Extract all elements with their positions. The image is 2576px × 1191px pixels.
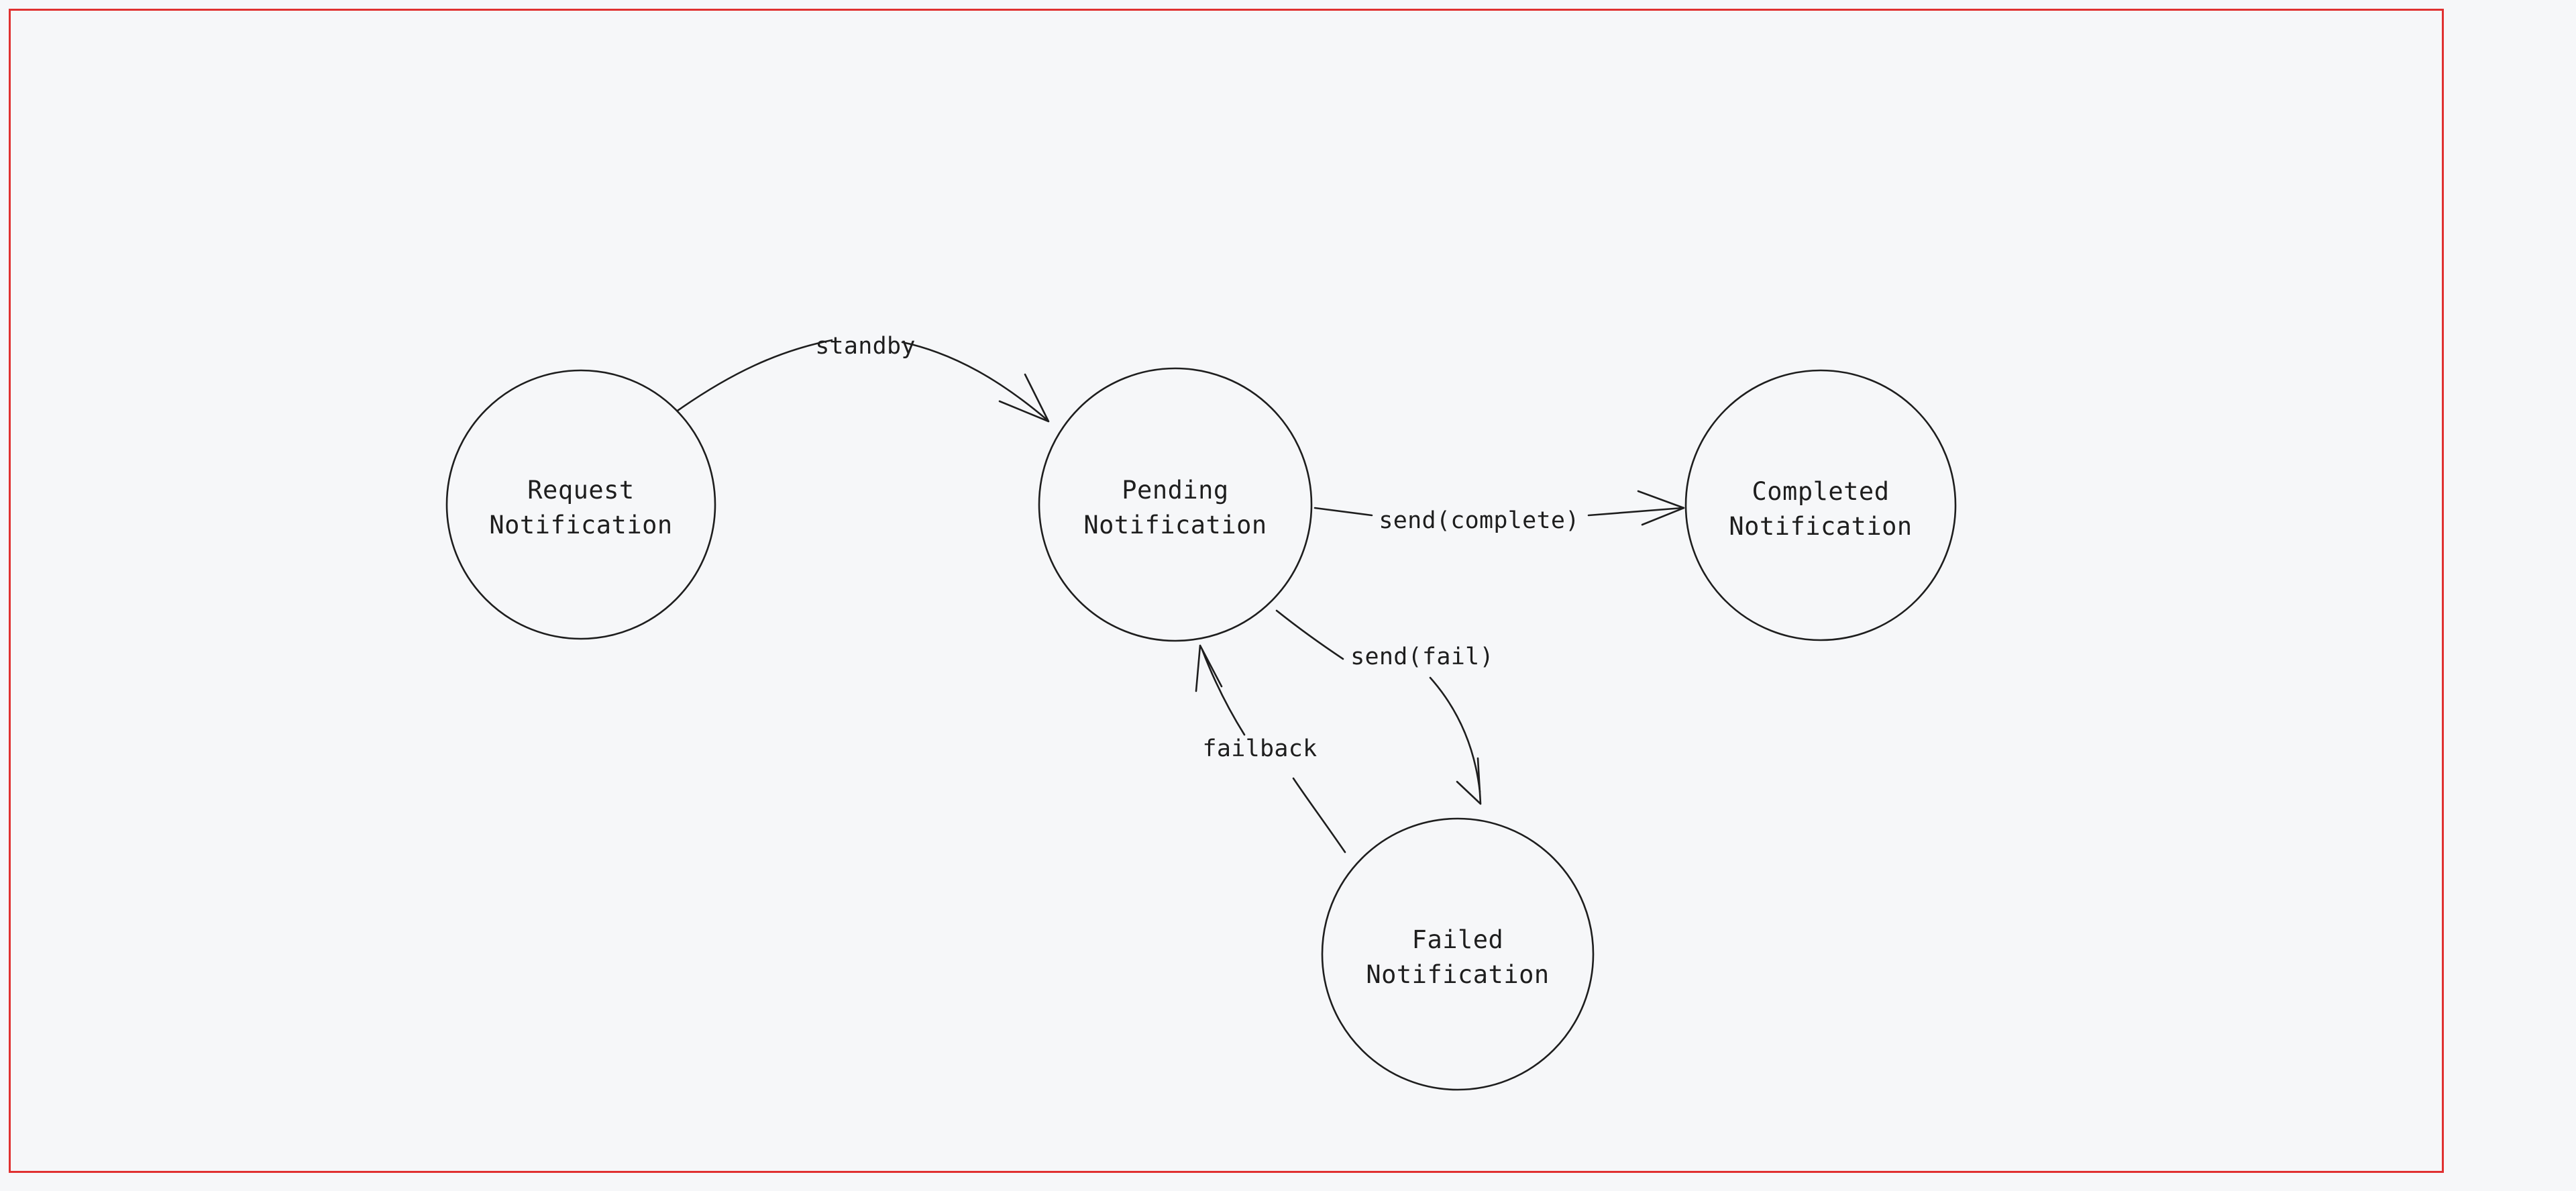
- edge-send-fail[interactable]: [1275, 609, 1482, 805]
- node-completed-circle: [1684, 369, 1957, 641]
- edge-label-failback: failback: [1203, 735, 1318, 762]
- edge-failback-path-2: [1201, 648, 1246, 736]
- node-completed-label-line1: Completed: [1752, 477, 1890, 506]
- edge-failback-path: [1292, 777, 1346, 853]
- node-failed-circle: [1321, 817, 1595, 1091]
- edge-standby-arrowhead: [998, 373, 1050, 423]
- edge-send-complete[interactable]: [1313, 490, 1685, 526]
- node-pending-label-line1: Pending: [1122, 476, 1228, 505]
- edge-send-complete-path: [1313, 507, 1373, 517]
- node-completed-notification[interactable]: Completed Notification: [1684, 369, 1957, 641]
- edge-label-standby: standby: [815, 333, 916, 360]
- edge-standby-path: [676, 339, 833, 412]
- edge-label-send-complete: send(complete): [1379, 507, 1579, 534]
- edge-send-fail-path: [1275, 609, 1344, 660]
- node-request-label-line1: Request: [527, 476, 634, 505]
- edge-standby[interactable]: [676, 339, 1050, 423]
- edge-label-send-fail: send(fail): [1350, 643, 1494, 670]
- edge-send-complete-arrowhead: [1637, 490, 1685, 526]
- edge-failback-arrowhead: [1195, 644, 1223, 692]
- edge-standby-path-2: [901, 341, 1048, 421]
- node-failed-label-line2: Notification: [1366, 960, 1549, 989]
- edge-send-complete-path-2: [1587, 507, 1684, 517]
- node-request-label-line2: Notification: [489, 511, 672, 539]
- node-pending-label-line2: Notification: [1083, 511, 1267, 539]
- node-failed-notification[interactable]: Failed Notification: [1321, 817, 1595, 1091]
- node-failed-label-line1: Failed: [1412, 925, 1504, 954]
- edge-send-fail-arrowhead: [1456, 757, 1482, 805]
- node-request-circle: [445, 369, 716, 640]
- node-pending-notification[interactable]: Pending Notification: [1038, 367, 1313, 642]
- edge-failback[interactable]: [1195, 644, 1346, 853]
- edge-send-fail-path-2: [1429, 676, 1481, 793]
- node-completed-label-line2: Notification: [1729, 512, 1912, 541]
- node-request-notification[interactable]: Request Notification: [445, 369, 716, 640]
- node-pending-circle: [1038, 367, 1313, 642]
